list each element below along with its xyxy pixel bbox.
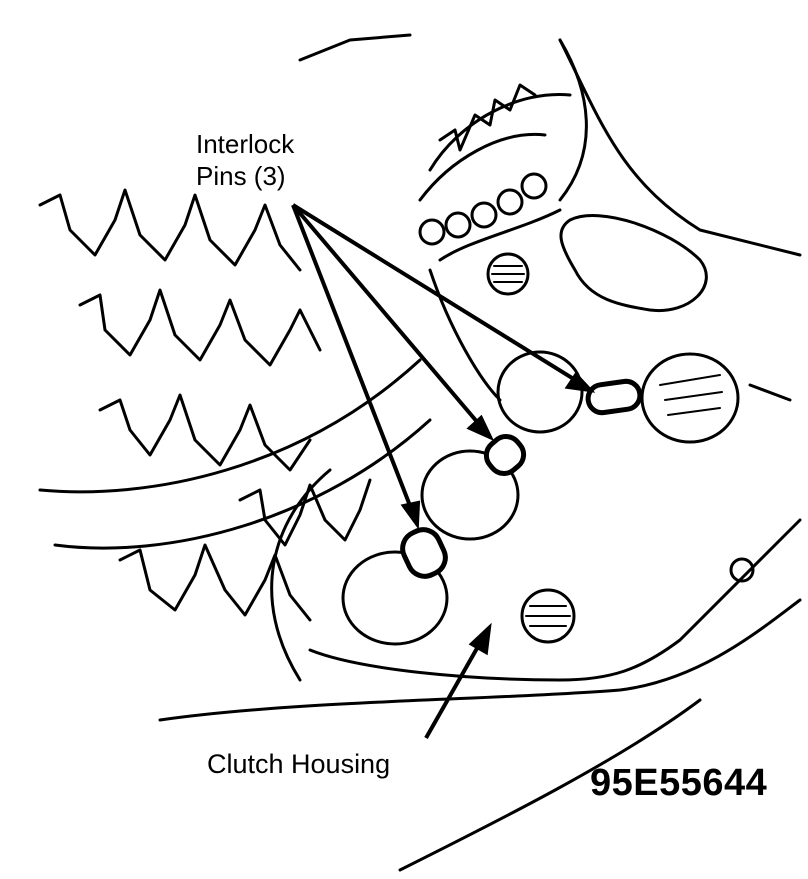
clutch-housing-leader bbox=[424, 622, 492, 739]
gear-teeth bbox=[38, 188, 372, 622]
pin-bore-upper bbox=[496, 350, 584, 434]
threaded-hole-upper bbox=[486, 252, 530, 296]
interlock-pin-middle bbox=[483, 434, 527, 476]
threaded-hole-lower bbox=[520, 588, 576, 644]
small-hole bbox=[729, 557, 755, 583]
interlock-pin-lower bbox=[400, 527, 448, 579]
upper-gear bbox=[418, 38, 588, 246]
figure-id: 95E55644 bbox=[590, 762, 768, 804]
interlock-pin-upper bbox=[585, 378, 643, 416]
interlock-pins-callout: Interlock Pins (3) bbox=[196, 128, 294, 192]
pin-bore-right bbox=[640, 352, 740, 444]
interlock-label-line2: Pins (3) bbox=[196, 161, 286, 191]
clutch-housing-label: Clutch Housing bbox=[207, 749, 391, 779]
interlock-label-line1: Interlock bbox=[196, 129, 295, 159]
slot-cutout bbox=[559, 214, 708, 313]
pin-bore-middle bbox=[420, 449, 520, 541]
pin-bore-lower bbox=[341, 550, 449, 646]
interlock-pin-leaders bbox=[291, 203, 596, 530]
housing-plate bbox=[158, 33, 802, 872]
